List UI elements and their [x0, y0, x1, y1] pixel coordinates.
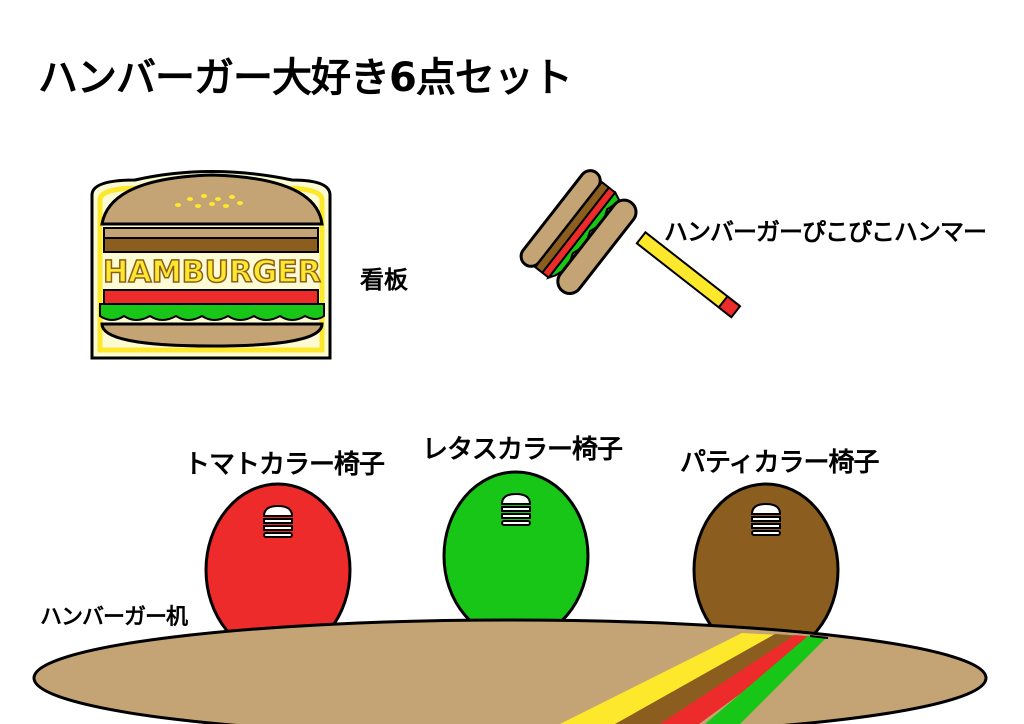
hammer-label: ハンバーガーぴこぴこハンマー [664, 218, 987, 246]
lettuce-chair-label: レタスカラー椅子 [422, 435, 623, 465]
patty-chair-label: パティカラー椅子 [680, 448, 879, 478]
hamburger-table [32, 618, 988, 724]
hamburger-sign: HAMBURGER [90, 170, 332, 360]
sign-label: 看板 [360, 266, 408, 294]
hamburger-hammer [519, 169, 742, 319]
page-title: ハンバーガー大好き6点セット [38, 55, 573, 101]
tomato-chair-label: トマトカラー椅子 [184, 450, 385, 480]
lettuce-chair [442, 470, 590, 642]
table-label: ハンバーガー机 [40, 605, 188, 630]
sign-text: HAMBURGER [103, 255, 321, 290]
